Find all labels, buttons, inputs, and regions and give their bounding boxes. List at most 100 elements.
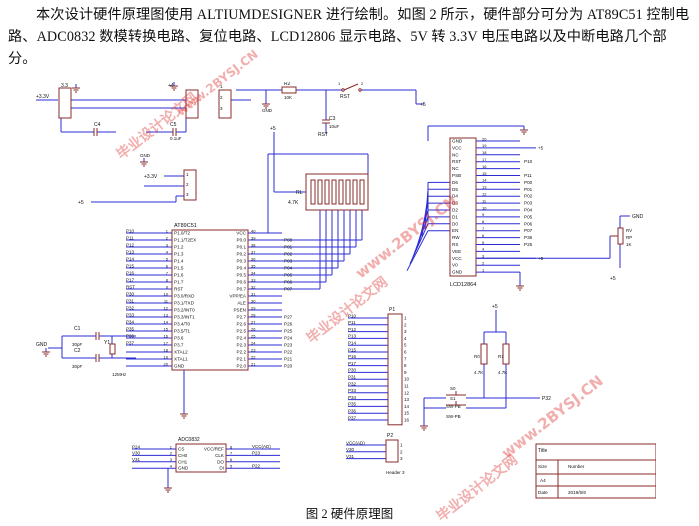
pin-number: 31 [251, 291, 256, 296]
net-label: P07 [524, 228, 533, 233]
pin-number: 11 [482, 198, 487, 203]
lcd-pin-name: PSB [452, 173, 461, 178]
pin-function: P2.6 [237, 322, 247, 327]
lcd-pin-name: GND [452, 139, 463, 144]
pin-number: 1 [482, 267, 485, 272]
part-label: 0.1uF [170, 136, 182, 141]
part-label: RP [626, 235, 632, 240]
part-label: C2 [74, 348, 81, 354]
pin-function: DO [217, 459, 224, 464]
part-label: 12MHz [112, 372, 127, 377]
pin-number: 7 [482, 226, 485, 231]
pin-number: 3 [404, 329, 407, 334]
net-label: P00 [524, 180, 533, 185]
pin-function: XTAL1 [174, 357, 188, 362]
net-label: P00 [284, 238, 293, 243]
part-label: 10uF [329, 124, 340, 129]
pin-number: 13 [482, 185, 487, 190]
net-label: P10 [126, 228, 135, 233]
net-label: P24 [284, 336, 293, 341]
net-label: GND [36, 342, 48, 348]
pin-number: 14 [164, 319, 169, 324]
connector-body [185, 89, 199, 119]
net-label: P27 [284, 315, 293, 320]
resistor-network [305, 173, 369, 211]
part-label: 4.7K [288, 200, 299, 206]
net-label: P10 [524, 159, 533, 164]
mcu-name: AT89C51 [174, 223, 197, 229]
pin-function: P1.6 [174, 273, 184, 278]
part-label: RL [296, 190, 303, 196]
net-label: +5 [492, 304, 498, 310]
net-label: +5 [78, 200, 84, 206]
pin-number: 1 [170, 444, 173, 449]
pin-function: VCC [236, 231, 246, 236]
switch-lever [343, 83, 359, 91]
pin-number: 10 [164, 291, 169, 296]
pin-function: GND [174, 364, 185, 369]
resistor-body [281, 86, 297, 94]
part-label: RV [626, 228, 632, 233]
part-label: 30pF [72, 342, 83, 347]
pin-number: 4 [170, 464, 173, 469]
part-label: S1 [450, 396, 456, 401]
pin-function: VCC/REF [204, 447, 224, 452]
resistor-element [352, 179, 358, 205]
pin-number: 27 [251, 319, 256, 324]
net-label: RST [318, 132, 328, 138]
pin-number: 3 [220, 106, 223, 111]
pin-number: 11 [164, 298, 169, 303]
net-label: P04 [524, 208, 533, 213]
net-label: P05 [524, 214, 533, 219]
net-label: P31 [348, 375, 357, 380]
pin-function: P3.3/INT1 [174, 315, 195, 320]
part-label: C3 [329, 116, 336, 122]
resistor-element [338, 179, 344, 205]
mcu-body [171, 229, 249, 371]
net-label: P12 [126, 242, 135, 247]
lcd-pin-name: VEE [452, 249, 461, 254]
net-label: VCC(AD) [346, 440, 365, 445]
pin-number: 1 [186, 172, 189, 177]
net-label: P10 [348, 313, 357, 318]
pin-number: 19 [164, 354, 169, 359]
pin-number: 2 [220, 95, 223, 100]
net-label: P16 [126, 270, 135, 275]
net-label: P32 [348, 381, 357, 386]
pin-function: P1.4 [174, 259, 184, 264]
net-label: P01 [524, 187, 533, 192]
pin-function: XTAL2 [174, 350, 188, 355]
pin-number: 5 [166, 256, 169, 261]
pin-number: 37 [251, 249, 256, 254]
pin-function: P0.5 [237, 273, 247, 278]
net-label: P03 [524, 201, 533, 206]
pin-number: 2 [482, 261, 485, 266]
pin-function: P1.7 [174, 280, 184, 285]
net-label: P12 [348, 327, 357, 332]
header-name: P2 [387, 433, 393, 439]
part-label: S0 [450, 386, 456, 391]
lcd-body [449, 137, 477, 277]
lcd-pin-name: NC [452, 152, 459, 157]
net-label: V30 [132, 451, 141, 456]
header-name: P1 [389, 307, 395, 313]
part-label: R0 [474, 354, 480, 359]
pin-number: 12 [164, 305, 169, 310]
net-label: P26 [284, 322, 293, 327]
pin-number: 38 [251, 242, 256, 247]
pin-number: 13 [404, 397, 410, 402]
part-label: C5 [170, 122, 177, 128]
adc-body [175, 443, 227, 473]
pin-number: 18 [482, 150, 487, 155]
pin-number: 15 [404, 411, 410, 416]
pin-number: 5 [482, 240, 485, 245]
pin-function: P1.1/T2EX [174, 238, 196, 243]
resistor-element [317, 179, 323, 205]
pin-function: P3.0/RXD [174, 294, 195, 299]
net-label: P07 [284, 287, 293, 292]
pin-number: 14 [404, 404, 410, 409]
net-label: +5 [420, 102, 426, 108]
pin-function: P1.3 [174, 252, 184, 257]
pin-number: 24 [251, 340, 256, 345]
